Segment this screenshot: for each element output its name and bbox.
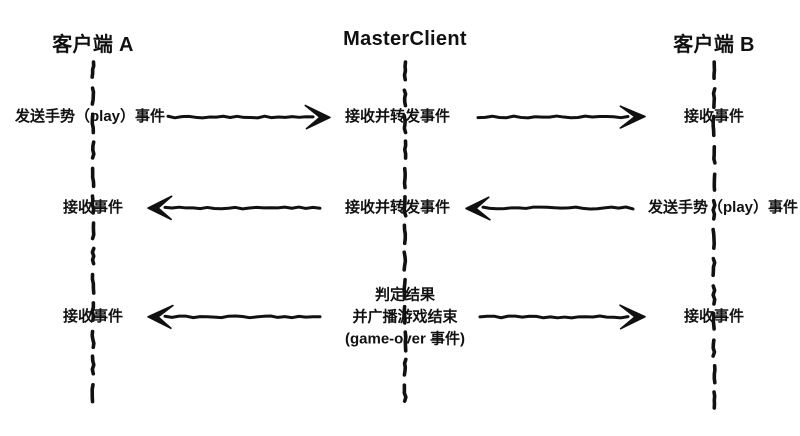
message-label-receive-a-1: 接收事件 <box>62 199 124 217</box>
lifeline-master-client-segment-6 <box>402 223 408 246</box>
lifeline-client-b-segment-3 <box>712 144 717 165</box>
broadcast-note: 判定结果 并广播游戏结束 (game-over 事件) <box>345 284 465 349</box>
lifeline-client-a-segment-11 <box>90 354 96 376</box>
msg-3-shaft <box>163 205 322 211</box>
lifeline-client-b-segment-1 <box>711 87 717 110</box>
msg-6-shaft <box>478 314 630 320</box>
msg-5-shaft <box>163 314 322 320</box>
lifeline-client-b-segment-12 <box>712 390 717 410</box>
msg-5-arrowhead <box>147 304 174 330</box>
lifeline-client-b-segment-11 <box>712 363 717 385</box>
msg-1-arrowhead <box>304 104 331 130</box>
lifeline-master-client-segment-4 <box>402 166 407 190</box>
participant-header-master-client: MasterClient <box>343 28 467 50</box>
msg-3-arrowhead <box>147 195 173 221</box>
lifeline-client-a-segment-1 <box>90 86 96 106</box>
lifeline-client-a-segment-3 <box>90 140 96 160</box>
message-label-receive-b-2: 接收事件 <box>683 308 745 326</box>
lifeline-master-client-segment-0 <box>402 60 408 82</box>
lifeline-client-b-segment-8 <box>711 284 717 306</box>
lifeline-master-client-segment-1 <box>402 88 408 108</box>
message-label-send-play-b: 发送手势（play）事件 <box>648 199 799 217</box>
participant-header-client-a: 客户端 A <box>52 34 134 56</box>
lifeline-client-a-segment-6 <box>90 221 96 241</box>
msg-4-shaft <box>481 205 635 211</box>
msg-1-shaft <box>166 114 315 120</box>
message-label-relay-1: 接收并转发事件 <box>345 108 451 126</box>
participant-header-client-b: 客户端 B <box>673 34 755 56</box>
lifeline-client-b-segment-10 <box>711 338 717 358</box>
lifeline-master-client-segment-7 <box>402 250 408 272</box>
msg-2-shaft <box>476 114 630 120</box>
lifeline-client-a-segment-7 <box>90 246 96 266</box>
lifeline-client-a-segment-0 <box>90 60 96 79</box>
lifeline-client-a-segment-10 <box>90 329 96 350</box>
msg-6-arrowhead <box>619 304 646 330</box>
lifeline-client-a-segment-4 <box>90 166 96 189</box>
msg-4-arrowhead <box>465 196 491 221</box>
lifeline-client-a-segment-12 <box>90 383 95 404</box>
message-label-relay-2: 接收并转发事件 <box>345 199 451 217</box>
lifeline-master-client-segment-3 <box>402 139 408 160</box>
message-label-send-play-a: 发送手势（play）事件 <box>14 108 165 126</box>
msg-2-arrowhead <box>619 105 646 129</box>
message-label-receive-b-1: 接收事件 <box>683 108 745 126</box>
lifeline-client-b-segment-6 <box>711 227 717 250</box>
lifeline-client-a-segment-8 <box>90 272 96 295</box>
broadcast-note-line-1: 判定结果 <box>374 286 435 304</box>
broadcast-note-line-2: 并广播游戏结束 <box>352 308 458 326</box>
lifeline-client-b-segment-7 <box>711 256 717 278</box>
lifeline-master-client-segment-11 <box>402 357 408 377</box>
message-label-receive-a-2: 接收事件 <box>62 308 124 326</box>
broadcast-note-line-3: (game-over 事件) <box>344 329 466 347</box>
lifeline-master-client-segment-12 <box>402 383 408 403</box>
